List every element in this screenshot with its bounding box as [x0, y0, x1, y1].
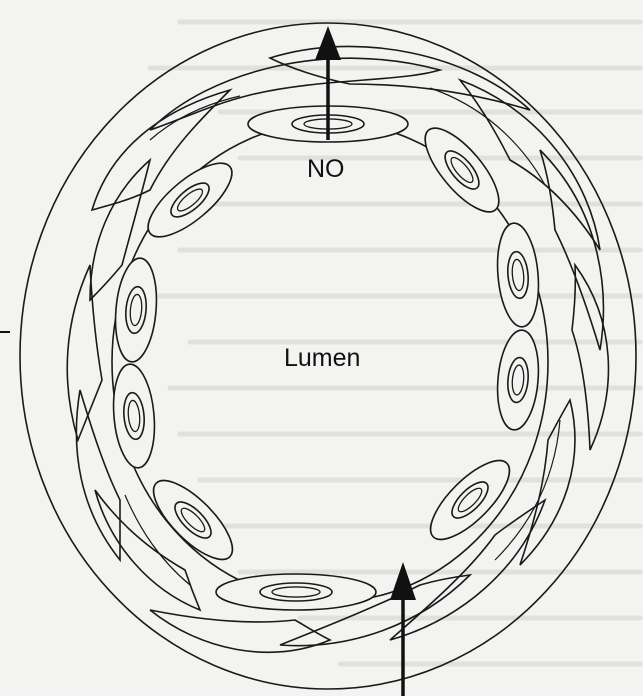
endothelial-cell: [216, 574, 376, 610]
lumen-label: Lumen: [284, 344, 360, 372]
no-label: NO: [307, 155, 345, 183]
